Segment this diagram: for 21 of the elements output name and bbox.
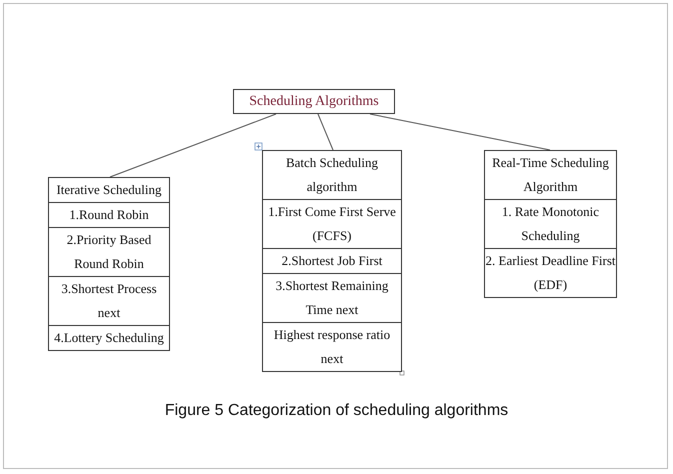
connector-line [370, 114, 550, 150]
algorithm-row: Highest response ratio next [263, 322, 401, 371]
category-table [48, 177, 170, 351]
algorithm-row: 2.Shortest Job First [263, 248, 401, 273]
figure-caption: Figure 5 Categorization of scheduling algorithms [164, 402, 510, 420]
algorithm-row: 2.Priority Based Round Robin [49, 227, 169, 276]
algorithm-row: 3.Shortest Remaining Time next [263, 273, 401, 322]
connector-line [318, 114, 334, 150]
algorithm-row: 1. Rate Monotonic Scheduling [485, 199, 616, 248]
column-heading: Batch Scheduling algorithm [284, 154, 380, 196]
algorithm-row: 1.Round Robin [49, 202, 169, 227]
connector-line [110, 114, 276, 178]
algorithm-row: 3.Shortest Process next [49, 276, 169, 325]
algorithm-row: 1.First Come First Serve (FCFS) [263, 199, 401, 248]
algorithm-row: 2. Earliest Deadline First (EDF) [485, 248, 616, 297]
column-heading: Real-Time Scheduling Algorithm [491, 154, 610, 196]
title-box: Scheduling Algorithms [233, 89, 395, 114]
algorithm-row: 4.Lottery Scheduling [49, 325, 169, 350]
category-table [484, 150, 617, 298]
column-heading: Iterative Scheduling [55, 181, 163, 199]
category-table [262, 150, 402, 372]
